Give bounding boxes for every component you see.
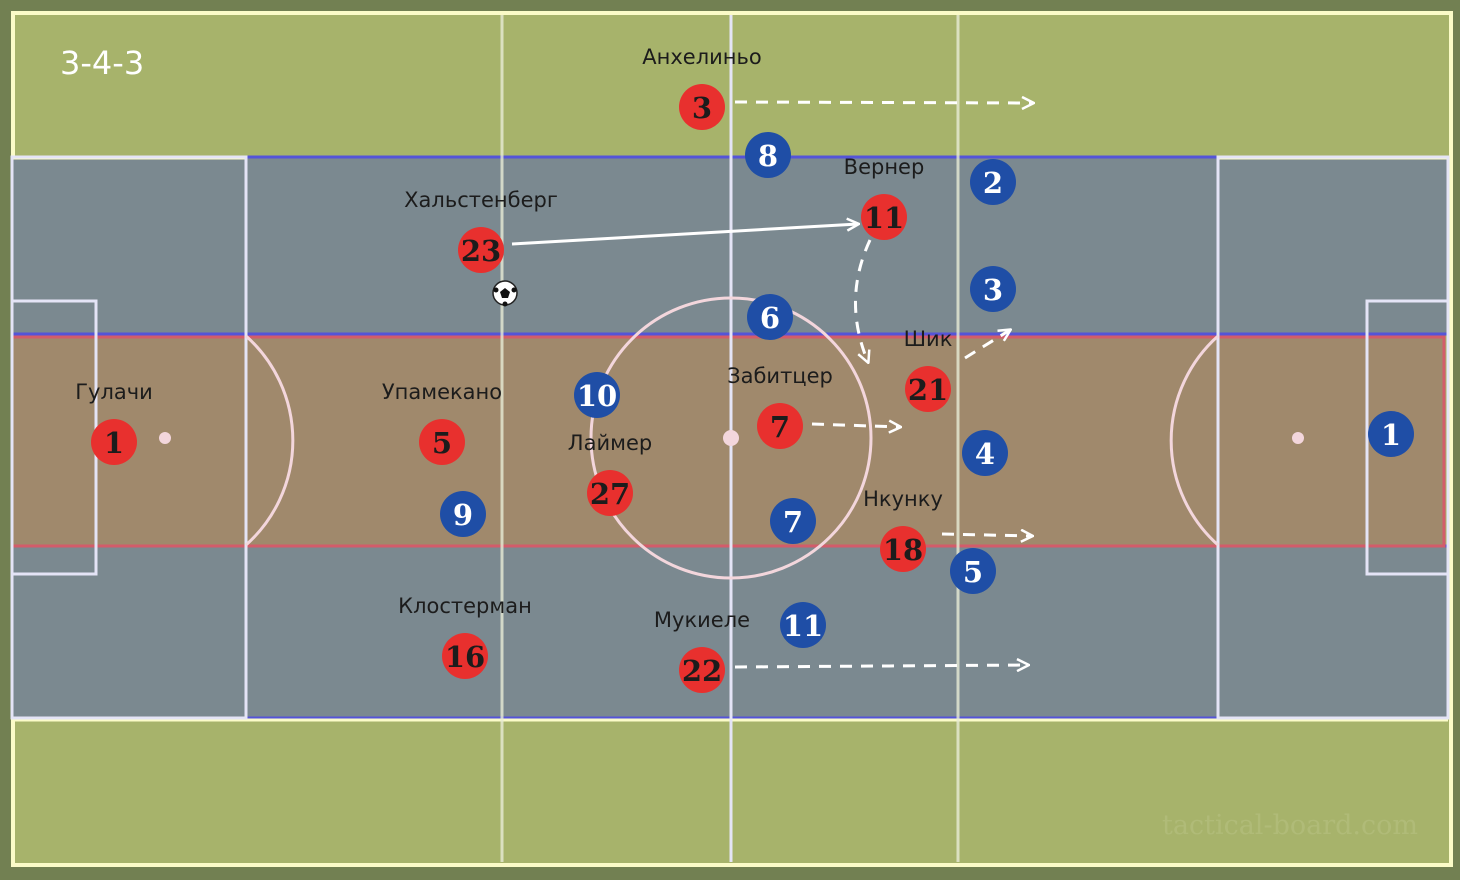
player-number: 5 bbox=[432, 426, 452, 460]
player-number: 6 bbox=[760, 301, 780, 335]
ball-icon[interactable] bbox=[492, 280, 518, 307]
player-token bbox=[970, 159, 1016, 205]
formation-label: 3-4-3 bbox=[60, 44, 144, 82]
player-number: 4 bbox=[975, 437, 995, 471]
player-name: Мукиеле bbox=[654, 608, 750, 632]
right-goal-area bbox=[1365, 299, 1450, 576]
player-token bbox=[458, 227, 504, 273]
run-arrow-3[interactable] bbox=[734, 102, 1033, 103]
player-name: Шик bbox=[904, 327, 953, 351]
player-token bbox=[950, 548, 996, 594]
player-token bbox=[905, 366, 951, 412]
player-number: 9 bbox=[453, 498, 473, 532]
blue-player[interactable]: 2 bbox=[970, 159, 1016, 205]
player-name: Упамекано bbox=[382, 380, 502, 404]
player-number: 16 bbox=[445, 640, 485, 674]
watermark: tactical-board.com bbox=[1162, 810, 1418, 841]
blue-player[interactable]: 7 bbox=[770, 498, 816, 544]
blue-player[interactable]: 3 bbox=[970, 266, 1016, 312]
red-team: 3 Анхелиньо 11 Вернер 23 Хальстенберг 21 Шик 1 Гу… bbox=[75, 45, 952, 693]
player-token bbox=[442, 633, 488, 679]
player-token bbox=[747, 294, 793, 340]
red-player[interactable]: 16 Клостерман bbox=[398, 594, 532, 679]
blue-player[interactable]: 8 bbox=[745, 132, 791, 178]
left-penalty-arc bbox=[245, 334, 295, 547]
player-name: Хальстенберг bbox=[404, 188, 558, 212]
run-arrow-7[interactable] bbox=[811, 424, 900, 427]
blue-player[interactable]: 10 bbox=[574, 372, 620, 418]
player-token bbox=[770, 498, 816, 544]
player-token bbox=[574, 372, 620, 418]
player-token bbox=[1368, 411, 1414, 457]
player-token bbox=[679, 647, 725, 693]
player-token bbox=[745, 132, 791, 178]
center-circle bbox=[589, 296, 873, 580]
blue-player[interactable]: 1 bbox=[1368, 411, 1414, 457]
player-name: Вернер bbox=[844, 155, 925, 179]
player-token bbox=[962, 430, 1008, 476]
run-arrow-21[interactable] bbox=[964, 330, 1010, 360]
red-player[interactable]: 22 Мукиеле bbox=[654, 608, 750, 693]
player-number: 5 bbox=[963, 555, 983, 589]
run-arrow-18[interactable] bbox=[941, 534, 1032, 536]
player-number: 27 bbox=[590, 477, 630, 511]
red-player[interactable]: 23 Хальстенберг bbox=[404, 188, 558, 273]
player-name: Нкунку bbox=[863, 487, 943, 511]
player-name: Лаймер bbox=[568, 431, 652, 455]
blue-player[interactable]: 4 bbox=[962, 430, 1008, 476]
player-token bbox=[757, 403, 803, 449]
player-name: Гулачи bbox=[75, 380, 153, 404]
player-number: 8 bbox=[758, 139, 778, 173]
player-name: Клостерман bbox=[398, 594, 532, 618]
player-token bbox=[861, 194, 907, 240]
red-player[interactable]: 3 Анхелиньо bbox=[642, 45, 762, 130]
run-arrow-11[interactable] bbox=[854, 239, 872, 362]
center-spot bbox=[723, 430, 739, 446]
blue-player[interactable]: 11 bbox=[780, 602, 826, 648]
player-number: 22 bbox=[682, 654, 722, 688]
pass-arrow-23-to-11[interactable] bbox=[511, 224, 858, 246]
player-token bbox=[880, 526, 926, 572]
player-number: 7 bbox=[783, 505, 803, 539]
player-token bbox=[587, 470, 633, 516]
player-token bbox=[780, 602, 826, 648]
player-number: 11 bbox=[864, 201, 904, 235]
red-player[interactable]: 27 Лаймер bbox=[568, 431, 652, 516]
red-player[interactable]: 18 Нкунку bbox=[863, 487, 943, 572]
player-token bbox=[679, 84, 725, 130]
player-number: 3 bbox=[692, 91, 712, 125]
player-token bbox=[970, 266, 1016, 312]
player-token bbox=[440, 491, 486, 537]
player-number: 11 bbox=[783, 609, 823, 643]
player-number: 7 bbox=[770, 410, 790, 444]
red-player[interactable]: 1 Гулачи bbox=[75, 380, 153, 465]
player-token bbox=[91, 419, 137, 465]
player-number: 3 bbox=[983, 273, 1003, 307]
red-player[interactable]: 5 Упамекано bbox=[382, 380, 502, 465]
left-penalty-spot bbox=[159, 432, 171, 444]
player-name: Забитцер bbox=[727, 364, 833, 388]
right-penalty-arc bbox=[1169, 334, 1219, 547]
player-number: 21 bbox=[908, 373, 948, 407]
player-number: 1 bbox=[104, 426, 124, 460]
blue-player[interactable]: 5 bbox=[950, 548, 996, 594]
blue-player[interactable]: 9 bbox=[440, 491, 486, 537]
run-arrow-22[interactable] bbox=[734, 665, 1028, 667]
right-penalty-spot bbox=[1292, 432, 1304, 444]
player-number: 2 bbox=[983, 166, 1003, 200]
red-player[interactable]: 7 Забитцер bbox=[727, 364, 833, 449]
red-player[interactable]: 21 Шик bbox=[904, 327, 953, 412]
player-number: 23 bbox=[461, 234, 501, 268]
red-player[interactable]: 11 Вернер bbox=[844, 155, 925, 240]
blue-player[interactable]: 6 bbox=[747, 294, 793, 340]
player-name: Анхелиньо bbox=[642, 45, 761, 69]
player-number: 18 bbox=[883, 533, 923, 567]
player-number: 10 bbox=[577, 379, 617, 413]
player-token bbox=[419, 419, 465, 465]
player-number: 1 bbox=[1381, 418, 1401, 452]
